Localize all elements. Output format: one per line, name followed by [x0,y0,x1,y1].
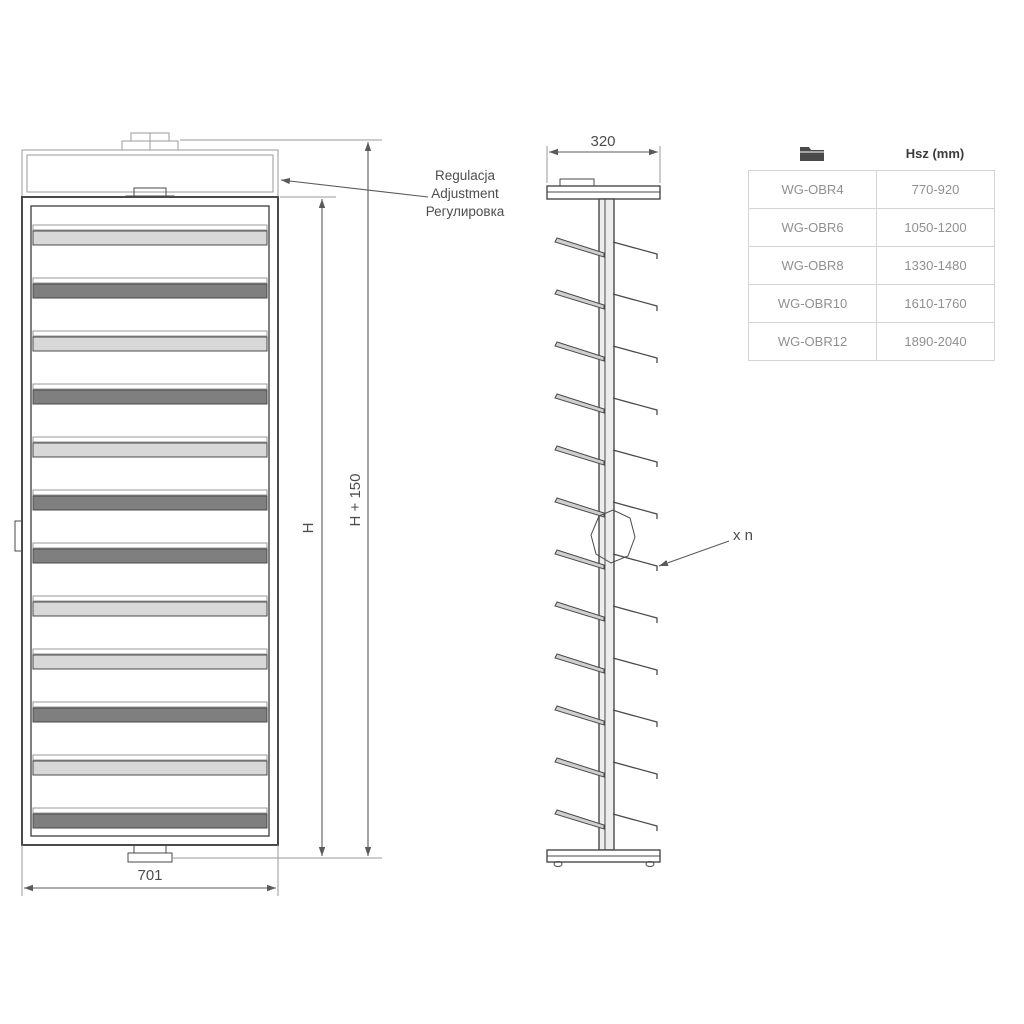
folder-icon [799,147,824,161]
dim-label-320: 320 [590,133,615,150]
dim-label-h: H [300,523,317,534]
hsz-cell: 1050-1200 [904,220,967,235]
front-view [14,132,279,863]
front-shelves [32,224,268,829]
multiplier-label-xn: x n [733,527,753,544]
side-pole [598,198,615,851]
table-header-icon-cell [748,144,875,162]
dim-label-h150: H + 150 [347,474,364,527]
annotation-line-1: Regulacja [435,168,496,183]
model-cell: WG-OBR6 [749,209,877,246]
side-top-plate [546,178,661,200]
side-base [546,849,661,867]
adjustment-annotation: Regulacja Adjustment Регулировка [426,168,505,219]
hsz-cell: 1890-2040 [904,334,967,349]
table-row: WG-OBR10 1610-1760 [749,284,994,322]
table-body: WG-OBR4 770-920 WG-OBR6 1050-1200 WG-OBR… [748,170,995,361]
dimensions: H H + 150 701 320 x n Regulacja Adjustme… [21,133,753,896]
center-knob-outline [590,509,636,564]
hsz-cell: 1610-1760 [904,296,967,311]
dim-label-701: 701 [137,867,162,884]
top-bracket [121,132,179,151]
spec-table: Hsz (mm) WG-OBR4 770-920 WG-OBR6 1050-12… [748,136,995,361]
annotation-line-2: Adjustment [431,186,499,201]
bottom-bracket [127,844,173,863]
annotation-line-3: Регулировка [426,204,505,219]
hsz-cell: 1330-1480 [904,258,967,273]
table-row: WG-OBR8 1330-1480 [749,246,994,284]
table-header-hsz: Hsz (mm) [905,145,965,161]
model-cell: WG-OBR4 [749,171,877,208]
adjustment-section [21,149,279,198]
table-row: WG-OBR6 1050-1200 [749,208,994,246]
model-cell: WG-OBR8 [749,247,877,284]
side-view [546,178,661,867]
table-row: WG-OBR12 1890-2040 [749,322,994,360]
leader-adjustment [280,177,429,198]
leader-xn [658,540,730,567]
hsz-cell: 770-920 [911,182,960,197]
model-cell: WG-OBR12 [749,323,877,360]
table-row: WG-OBR4 770-920 [749,171,994,208]
model-cell: WG-OBR10 [749,285,877,322]
side-blades [554,237,658,831]
table-header: Hsz (mm) [748,136,995,170]
rack-frame [14,196,279,846]
